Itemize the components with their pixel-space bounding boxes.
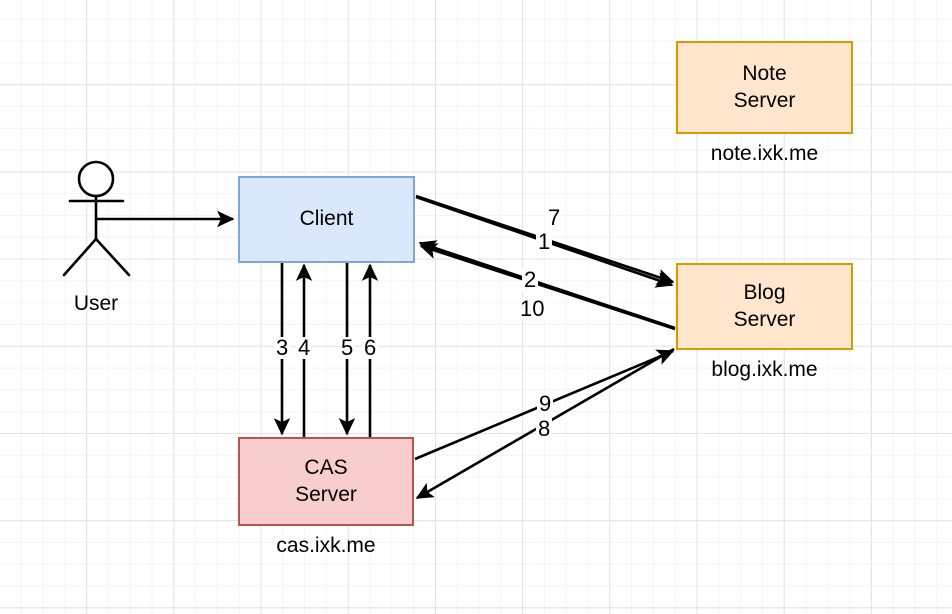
edge-label-2: 2 [522, 267, 539, 292]
node-note-server-label-line2: Server [733, 88, 796, 112]
caption-note-server: note.ixk.me [710, 142, 819, 165]
node-blog-server-label-line1: Blog [743, 280, 786, 304]
node-client[interactable]: Client [238, 176, 415, 263]
node-cas-server-label-line2: Server [295, 482, 357, 506]
actor-user-label: User [73, 292, 119, 315]
node-note-server-label-line1: Note [742, 61, 787, 85]
stick-figure-icon [62, 160, 131, 277]
node-cas-server[interactable]: CAS Server [238, 437, 414, 526]
edge-label-4: 4 [296, 335, 313, 360]
edge-label-7: 7 [546, 205, 563, 230]
edge-label-3: 3 [274, 335, 291, 360]
node-cas-server-label-line1: CAS [304, 455, 348, 479]
edge-label-6: 6 [362, 335, 379, 360]
edge-label-10: 10 [518, 296, 547, 321]
edge-10 [419, 243, 676, 331]
node-blog-server-label-line2: Server [733, 307, 796, 331]
caption-blog-server: blog.ixk.me [711, 358, 818, 381]
edge-label-5: 5 [339, 335, 356, 360]
node-note-server[interactable]: Note Server [676, 41, 853, 134]
edge-label-9: 9 [537, 391, 554, 416]
node-blog-server[interactable]: Blog Server [676, 263, 853, 350]
node-client-label: Client [299, 207, 354, 231]
edge-label-1: 1 [536, 229, 553, 254]
edge-label-8: 8 [536, 416, 553, 441]
caption-cas-server: cas.ixk.me [276, 534, 376, 557]
